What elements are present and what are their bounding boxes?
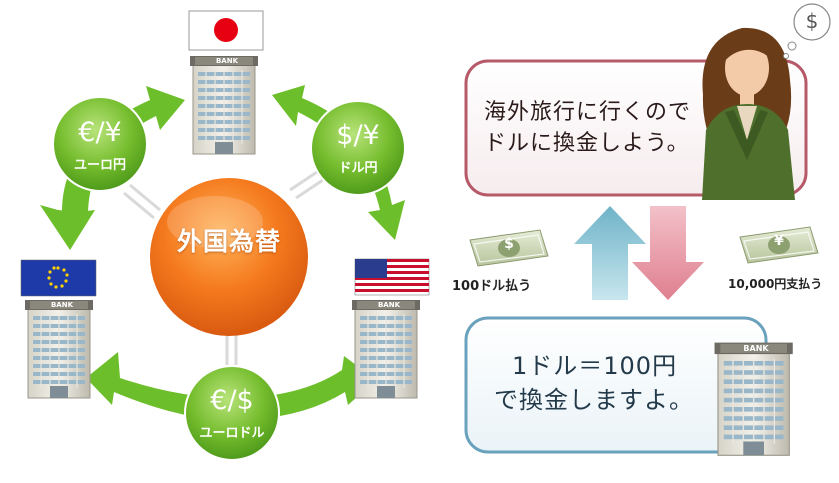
dollar-bill-symbol: $ — [504, 236, 514, 252]
flag-usa-icon — [354, 258, 430, 296]
pair-name-euro-yen: ユーロ円 — [73, 158, 126, 173]
flag-japan-icon — [188, 10, 264, 51]
bank-building-icon — [189, 55, 259, 155]
pair-symbol-dollar-yen: $/¥ — [336, 120, 380, 151]
flag-eu-icon — [20, 259, 97, 297]
pair-circle-dollar-yen — [310, 100, 406, 196]
arrow-down — [632, 206, 704, 300]
bank-sign: BANK — [50, 301, 74, 309]
bank-sign: BANK — [743, 344, 769, 353]
pay-yen-label: 10,000円支払う — [728, 277, 823, 291]
pair-symbol-euro-dollar: €/$ — [210, 385, 254, 416]
bank-line-2: で換金しますよ。 — [494, 386, 694, 414]
bank-building-icon — [713, 341, 794, 456]
pair-circle-euro-dollar — [184, 365, 280, 461]
pair-name-euro-dollar: ユーロドル — [199, 426, 265, 441]
center-circle — [150, 178, 308, 336]
bank-line-1: 1ドル＝100円 — [512, 352, 678, 380]
pair-symbol-euro-yen: €/¥ — [78, 117, 122, 148]
center-label: 外国為替 — [176, 227, 281, 256]
bank-sign: BANK — [215, 57, 239, 65]
pair-name-dollar-yen: ドル円 — [338, 161, 378, 176]
bank-building-icon — [24, 299, 94, 399]
pay-dollar-label: 100ドル払う — [452, 279, 532, 294]
speech-line-2: ドルに換金しよう。 — [484, 131, 690, 156]
speech-line-1: 海外旅行に行くので — [484, 100, 692, 125]
bank-sign: BANK — [377, 301, 401, 309]
bank-building-icon — [351, 299, 421, 399]
arrow-up — [574, 206, 646, 300]
pair-circle-euro-yen — [52, 96, 148, 192]
yen-bill-symbol: ¥ — [774, 233, 784, 249]
thought-dollar-symbol: $ — [805, 9, 819, 33]
woman-icon — [702, 27, 795, 200]
link-lines — [123, 168, 327, 365]
thought-bubble-icon — [783, 3, 831, 59]
